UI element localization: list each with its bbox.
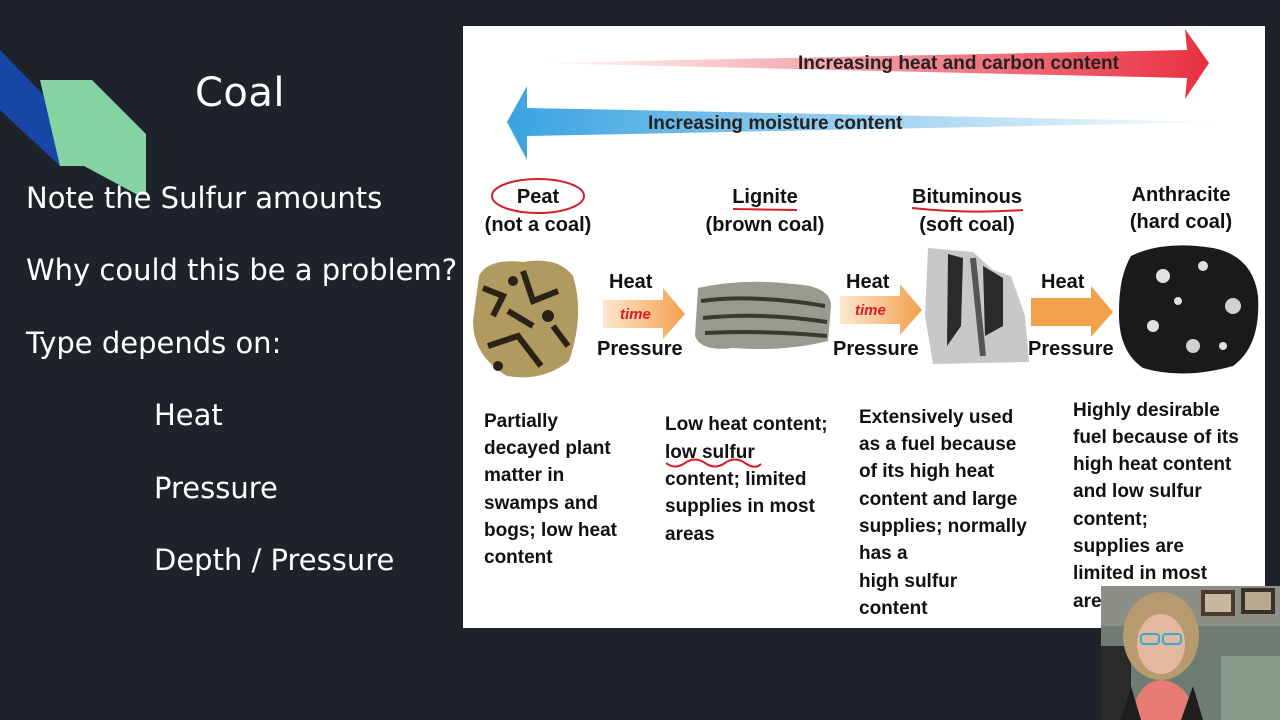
peat-circle-annotation [491,178,585,214]
anthracite-desc-line: supplies are [1073,536,1184,557]
transition-2-arrow [840,284,922,335]
lignite-desc-line: supplies in most [665,496,816,517]
lignite-sample [695,281,831,350]
moisture-arrow-label: Increasing moisture content [648,113,903,134]
peat-desc-line: matter in [484,465,564,486]
bullet-problem: Why could this be a problem? [26,253,458,287]
anthracite-desc-line: and low sulfur [1073,481,1202,502]
anthracite-description: Highly desirable fuel because of its hig… [1073,400,1239,612]
transition-1-handwritten: time [620,306,651,323]
sub-bullet-heat: Heat [154,398,223,432]
transition-2-pressure: Pressure [833,338,919,360]
bituminous-desc-line: content [859,598,928,619]
transition-1-arrow [603,288,685,339]
bituminous-desc-line: Extensively used [859,407,1013,428]
stage-lignite-name: Lignite [732,186,798,208]
bituminous-desc-line: supplies; normally [859,516,1027,537]
heat-arrow-label: Increasing heat and carbon content [798,53,1120,74]
stage-anthracite-name: Anthracite [1132,184,1231,206]
anthracite-desc-line: limited in most [1073,563,1208,584]
transition-2-handwritten: time [855,302,886,319]
bituminous-desc-line: of its high heat [859,461,995,482]
transition-3-arrow [1031,286,1113,337]
presenter-video [1101,586,1280,720]
transition-1-pressure: Pressure [597,338,683,360]
coal-diagram: Increasing heat and carbon content Incre… [473,29,1259,619]
peat-desc-line: Partially [484,411,558,432]
bullet-sulfur: Note the Sulfur amounts [26,181,383,215]
peat-desc-line: swamps and [484,493,598,514]
bituminous-desc-line: as a fuel because [859,434,1016,455]
moisture-arrow [507,86,1227,160]
transition-2-heat: Heat [846,271,890,293]
peat-desc-line: decayed plant [484,438,611,459]
anthracite-desc-line: Highly desirable [1073,400,1220,421]
webcam-overlay [1101,586,1280,720]
anthracite-desc-line: are [1073,591,1102,612]
sub-bullet-depth: Depth / Pressure [154,543,395,577]
bituminous-underline [911,207,1024,213]
bituminous-desc-line: high sulfur [859,571,958,592]
lignite-underline [732,208,798,211]
anthracite-desc-line: high heat content [1073,454,1232,475]
heat-carbon-arrow [533,29,1209,99]
lignite-description: Low heat content; low sulfur content; li… [665,414,828,545]
transition-1-heat: Heat [609,271,653,293]
stage-peat-subtitle: (not a coal) [485,214,592,236]
sub-bullet-pressure: Pressure [154,471,278,505]
bituminous-desc-line: has a [859,543,908,564]
lignite-desc-line: low sulfur [665,442,755,463]
stage-peat-name: Peat [517,186,560,208]
lignite-desc-line: Low heat content; [665,414,828,435]
anthracite-desc-line: content; [1073,509,1148,530]
transition-3-heat: Heat [1041,271,1085,293]
peat-desc-line: bogs; low heat [484,520,618,541]
accent-shape [0,50,146,195]
anthracite-sample [1118,245,1259,374]
peat-desc-line: content [484,547,553,568]
transition-3-pressure: Pressure [1028,338,1114,360]
coal-formation-figure: Increasing heat and carbon content Incre… [463,26,1265,628]
stage-bituminous-subtitle: (soft coal) [919,214,1015,236]
bituminous-sample [925,248,1029,364]
lignite-desc-line: content; limited [665,469,806,490]
stage-lignite-subtitle: (brown coal) [706,214,825,236]
slide-title: Coal [195,70,286,116]
lignite-desc-line: areas [665,524,715,545]
bullet-type: Type depends on: [26,326,282,360]
peat-sample [473,260,579,378]
peat-description: Partially decayed plant matter in swamps… [484,411,618,568]
bituminous-desc-line: content and large [859,489,1017,510]
stage-anthracite-subtitle: (hard coal) [1130,211,1232,233]
stage-bituminous-name: Bituminous [912,186,1022,208]
anthracite-desc-line: fuel because of its [1073,427,1239,448]
low-sulfur-underline [665,458,762,468]
bituminous-description: Extensively used as a fuel because of it… [859,407,1027,619]
